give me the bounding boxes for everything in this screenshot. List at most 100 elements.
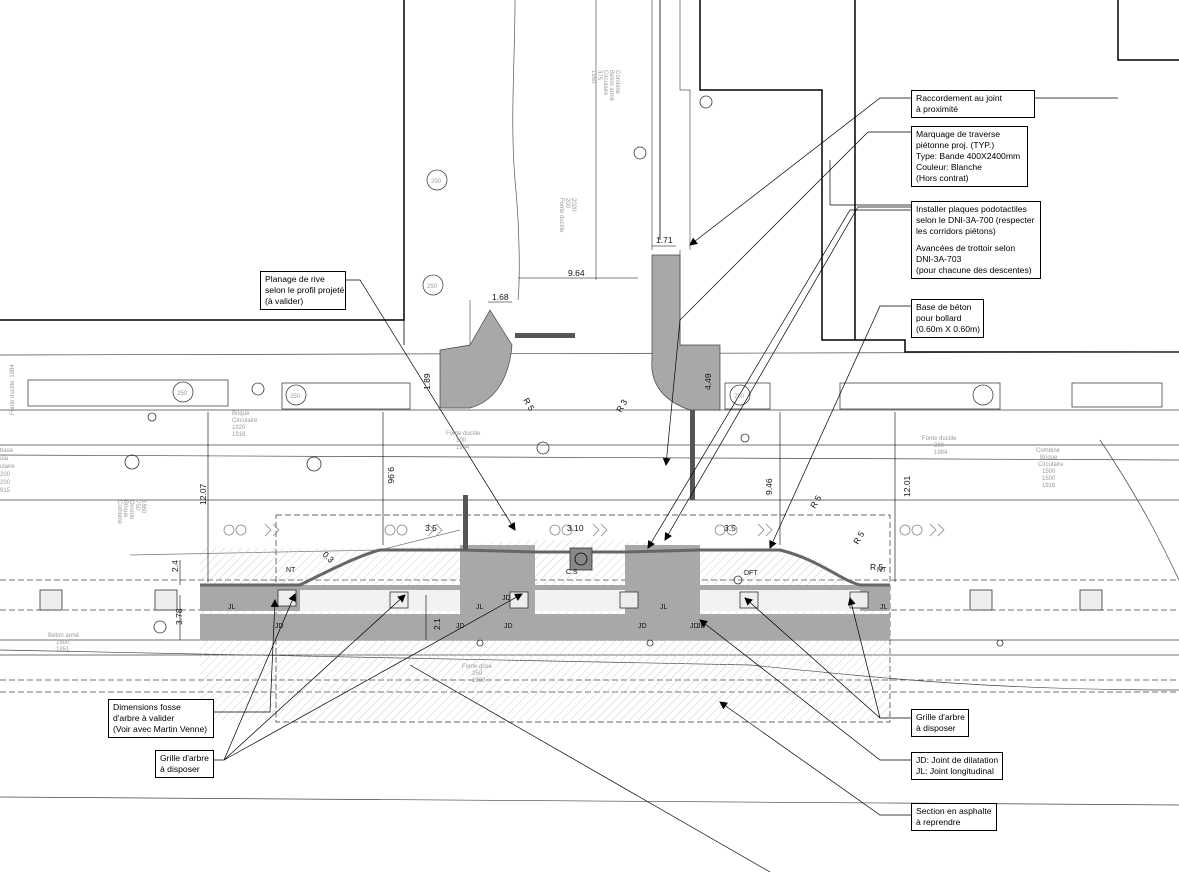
svg-text:ulaire: ulaire (0, 464, 15, 470)
pipe-labels: Fonte ductile1984 Brique Circulaire 1920… (0, 70, 1064, 684)
callout-grille-right: Grille d'arbre à disposer (911, 709, 969, 737)
dimension-label: R 5 (851, 529, 866, 546)
corner-extensions (439, 254, 721, 411)
svg-text:915: 915 (0, 488, 11, 494)
svg-text:Brique: Brique (122, 500, 128, 518)
svg-text:200: 200 (0, 480, 11, 486)
svg-text:Brique: Brique (1040, 455, 1058, 461)
dimension-label: R 5 (808, 493, 823, 510)
svg-text:Circulaire: Circulaire (232, 418, 258, 424)
svg-text:300: 300 (456, 438, 467, 444)
svg-text:1860: 1860 (140, 500, 146, 514)
tree-grates (39, 589, 1103, 611)
dimension-label: 12.01 (902, 475, 912, 497)
dimension-label: 2.4 (170, 560, 180, 572)
symbol-label: DFT (744, 570, 758, 577)
svg-text:Circulaire: Circulaire (602, 70, 608, 96)
callout-dimensions-fosse: Dimensions fosse d'arbre à valider (Voir… (108, 699, 214, 738)
svg-text:1900: 1900 (472, 678, 486, 684)
tree-labels: 200 250 250 250 250 (177, 179, 745, 400)
svg-text:750: 750 (134, 500, 140, 511)
bike-lane-markings (223, 523, 945, 537)
sidewalk-inner (300, 590, 460, 612)
callout-grille-left: Grille d'arbre à disposer (155, 750, 214, 778)
valve-icon (733, 575, 743, 585)
valve-icon (740, 433, 750, 443)
callout-podotactiles: Installer plaques podotactiles selon le … (911, 201, 1041, 279)
tree-icon (426, 169, 448, 191)
dimension-label: 9.96 (386, 467, 396, 484)
svg-text:1500: 1500 (56, 640, 70, 646)
symbol-label: JL (228, 604, 236, 611)
dimension-label: 3.5 (724, 523, 736, 533)
symbol-label: JL (880, 604, 888, 611)
tree-icon (729, 384, 751, 406)
svg-text:1950: 1950 (590, 70, 596, 84)
dimension-label: R 5 (870, 562, 884, 572)
svg-text:Combiné: Combiné (614, 70, 620, 95)
svg-text:Fonte grise: Fonte grise (462, 664, 493, 670)
manhole-icon (153, 620, 167, 634)
callout-planage: Planage de rive selon le profil projeté … (260, 271, 346, 310)
svg-text:Fonte ductile: Fonte ductile (446, 431, 481, 437)
svg-text:1500: 1500 (1042, 469, 1056, 475)
symbol-label: JL (476, 604, 484, 611)
symbol-label: JD (502, 595, 511, 602)
svg-text:Ovoïde: Ovoïde (128, 500, 134, 520)
svg-text:200: 200 (934, 443, 945, 449)
svg-text:Circulaire: Circulaire (1038, 462, 1064, 468)
manhole-icon (699, 95, 713, 109)
svg-text:Brique: Brique (232, 411, 250, 417)
svg-text:200: 200 (564, 198, 570, 209)
tree-icon (422, 274, 444, 296)
manhole-icon (633, 146, 647, 160)
svg-text:1920: 1920 (232, 425, 246, 431)
svg-text:250: 250 (472, 671, 483, 677)
building-outlines (0, 0, 1179, 353)
svg-text:1916: 1916 (232, 432, 246, 438)
dimension-label: 1.71 (656, 235, 673, 245)
dimension-label: 1.68 (492, 292, 509, 302)
svg-text:uia: uia (0, 456, 9, 462)
manhole-icon (124, 454, 140, 470)
tree-label: 250 (290, 394, 301, 400)
svg-text:1500: 1500 (1042, 476, 1056, 482)
manhole-icon (251, 382, 265, 396)
svg-text:1916: 1916 (1042, 483, 1056, 489)
svg-text:Combiné: Combiné (1036, 448, 1061, 454)
valve-icon (996, 639, 1004, 647)
tree-symbols (27, 169, 1163, 410)
dimension-lines (179, 245, 896, 640)
leader-lines (214, 97, 1118, 872)
svg-text:1984: 1984 (456, 445, 470, 451)
svg-text:Béton armé: Béton armé (608, 70, 614, 102)
tree-label: 200 (431, 179, 442, 185)
tree-label: 250 (177, 391, 188, 397)
tree-icon (172, 381, 194, 403)
symbol-label: JD (456, 623, 465, 630)
svg-text:200: 200 (0, 472, 11, 478)
tree-label: 250 (734, 394, 745, 400)
svg-text:Béton armé: Béton armé (48, 633, 80, 639)
dimension-label: 4.49 (703, 373, 713, 390)
dimension-label: 3.78 (174, 608, 184, 625)
symbol-label: JD (504, 623, 513, 630)
symbol-label: JD (638, 623, 647, 630)
svg-text:1984: 1984 (934, 450, 948, 456)
manhole-icon (536, 441, 550, 455)
manhole-icon (306, 456, 322, 472)
dimension-label: 9.64 (568, 268, 585, 278)
utility-symbols (124, 95, 1004, 647)
dimension-label: 3.5 (425, 523, 437, 533)
tree-icon (285, 384, 307, 406)
svg-text:Fonte ductile1984: Fonte ductile1984 (10, 364, 16, 415)
callout-joints: JD: Joint de dilatation JL: Joint longit… (911, 752, 1003, 780)
symbol-label: NT (877, 567, 887, 574)
dimension-label: R 3 (614, 397, 629, 414)
bollard-posts (463, 333, 695, 550)
symbol-label: NT (286, 567, 296, 574)
tree-icon (972, 384, 994, 406)
callout-marquage: Marquage de traverse piétonne proj. (TYP… (911, 126, 1028, 187)
valve-icon (646, 639, 654, 647)
valve-icon (476, 639, 484, 647)
